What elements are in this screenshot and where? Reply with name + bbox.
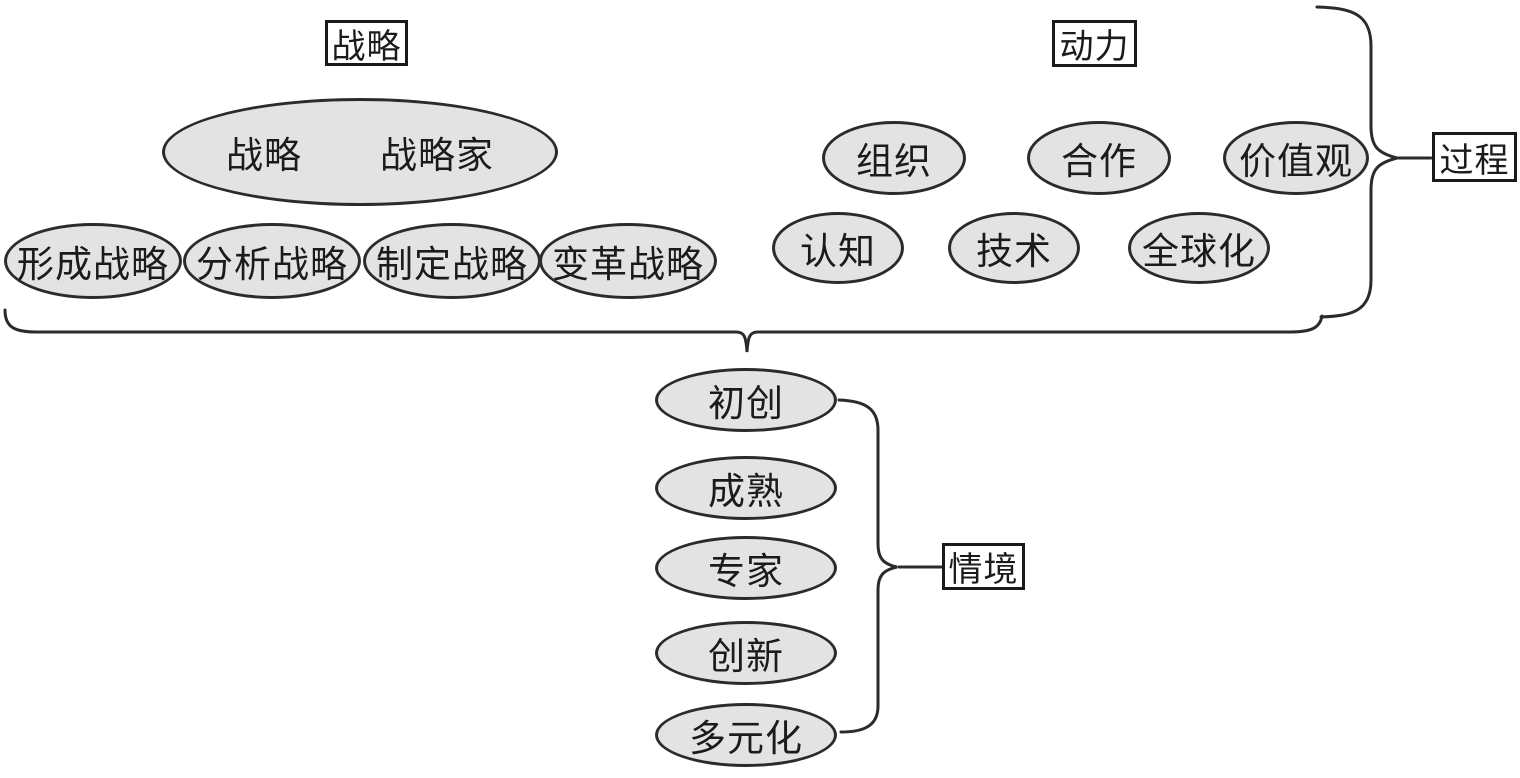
strategy-text: 战略: [226, 134, 302, 177]
strategy-strategist-ellipse: 战略 战略家: [162, 98, 558, 206]
strategy-group-label: 战略: [325, 20, 408, 67]
transform-strategy-ellipse: 变革战略: [539, 223, 717, 299]
innovation-text: 创新: [708, 635, 784, 678]
transform-strategy-text: 变革战略: [552, 243, 704, 286]
dynamics-group-label-text: 动力: [1059, 27, 1130, 67]
globalization-ellipse: 全球化: [1128, 212, 1270, 284]
strategist-text: 战略家: [380, 134, 494, 177]
strategy-group-label-text: 战略: [331, 26, 402, 67]
cooperation-text: 合作: [1061, 140, 1137, 183]
cognition-text: 认知: [800, 230, 876, 273]
formulate-strategy-text: 制定战略: [376, 243, 528, 286]
globalization-text: 全球化: [1142, 230, 1256, 273]
startup-ellipse: 初创: [655, 368, 837, 432]
formulate-strategy-ellipse: 制定战略: [363, 223, 541, 299]
technology-text: 技术: [976, 230, 1052, 273]
innovation-ellipse: 创新: [655, 621, 837, 685]
process-label: 过程: [1432, 132, 1517, 182]
context-label: 情境: [942, 543, 1025, 590]
mature-text: 成熟: [708, 470, 784, 513]
cognition-ellipse: 认知: [772, 212, 904, 284]
diversification-ellipse: 多元化: [655, 703, 837, 767]
technology-ellipse: 技术: [948, 212, 1080, 284]
form-strategy-text: 形成战略: [17, 243, 169, 286]
bottom-brace: [3, 308, 1324, 353]
cooperation-ellipse: 合作: [1027, 121, 1171, 195]
startup-text: 初创: [708, 382, 784, 425]
form-strategy-ellipse: 形成战略: [4, 223, 182, 299]
values-ellipse: 价值观: [1223, 121, 1369, 195]
expert-ellipse: 专家: [655, 536, 837, 600]
organization-text: 组织: [856, 140, 932, 183]
analyze-strategy-ellipse: 分析战略: [183, 223, 361, 299]
dynamics-group-label: 动力: [1052, 20, 1137, 67]
values-text: 价值观: [1239, 140, 1353, 183]
expert-text: 专家: [708, 550, 784, 593]
context-brace: [837, 398, 898, 734]
context-label-text: 情境: [948, 550, 1019, 590]
organization-ellipse: 组织: [822, 121, 966, 195]
diversification-text: 多元化: [689, 717, 803, 760]
process-label-text: 过程: [1439, 140, 1510, 181]
mature-ellipse: 成熟: [655, 456, 837, 520]
analyze-strategy-text: 分析战略: [196, 243, 348, 286]
